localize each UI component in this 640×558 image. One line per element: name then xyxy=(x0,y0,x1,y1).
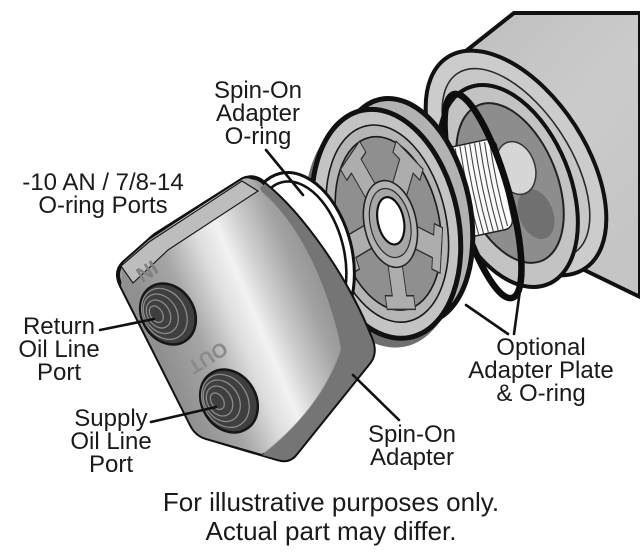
leader-spin-on-adapter-o-ring xyxy=(264,148,305,197)
label-spin-on-adapter-o-ring: Spin-On Adapter O-ring xyxy=(213,77,303,150)
block-dark-band xyxy=(250,184,374,461)
label-optional-adapter-plate: Optional Adapter Plate & O-ring xyxy=(468,334,614,407)
leader-supply-port xyxy=(149,405,218,424)
spin-on-adapter-block: IN OUT xyxy=(116,175,376,463)
caption-line: For illustrative purposes only. xyxy=(162,487,500,517)
label-line: & O-ring xyxy=(496,380,586,407)
label-line: -10 AN / 7/8-14 xyxy=(22,169,184,196)
leader-return-port xyxy=(98,317,156,332)
label-line: Adapter Plate xyxy=(468,357,614,384)
label-line: Oil Line xyxy=(70,428,152,455)
supply-oil-line-port xyxy=(198,368,260,434)
leader-spin-on-adapter xyxy=(351,373,401,422)
label-return-oil-line-port: Return Oil Line Port xyxy=(18,313,100,386)
label-line: Adapter xyxy=(369,444,455,471)
adapter-plate-shadow xyxy=(517,189,555,239)
return-oil-line-port xyxy=(138,282,198,346)
label-line: Spin-On xyxy=(213,77,303,104)
label-line: Spin-On xyxy=(367,421,457,448)
block-top-bevel xyxy=(120,180,260,284)
label-line: O-ring Ports xyxy=(38,192,168,219)
leader-adapter-plate xyxy=(464,303,510,336)
label-line: Optional xyxy=(496,334,586,361)
label-spin-on-adapter: Spin-On Adapter xyxy=(367,421,457,471)
caption-line: Actual part may differ. xyxy=(205,516,457,546)
leader-lines xyxy=(98,148,523,424)
label-line: Supply xyxy=(74,405,148,432)
label-line: O-ring xyxy=(224,123,292,150)
disclaimer-caption: For illustrative purposes only. Actual p… xyxy=(163,488,499,546)
leader-plate-o-ring xyxy=(512,281,523,336)
label-o-ring-ports: -10 AN / 7/8-14 O-ring Ports xyxy=(22,169,184,219)
label-line: Port xyxy=(36,359,81,386)
label-line: Adapter xyxy=(215,100,301,127)
label-line: Return xyxy=(22,313,96,340)
block-front-face xyxy=(121,178,340,454)
disc-center-hole xyxy=(376,196,406,246)
label-line: Oil Line xyxy=(18,336,100,363)
label-supply-oil-line-port: Supply Oil Line Port xyxy=(70,405,152,478)
label-line: Port xyxy=(88,451,133,478)
